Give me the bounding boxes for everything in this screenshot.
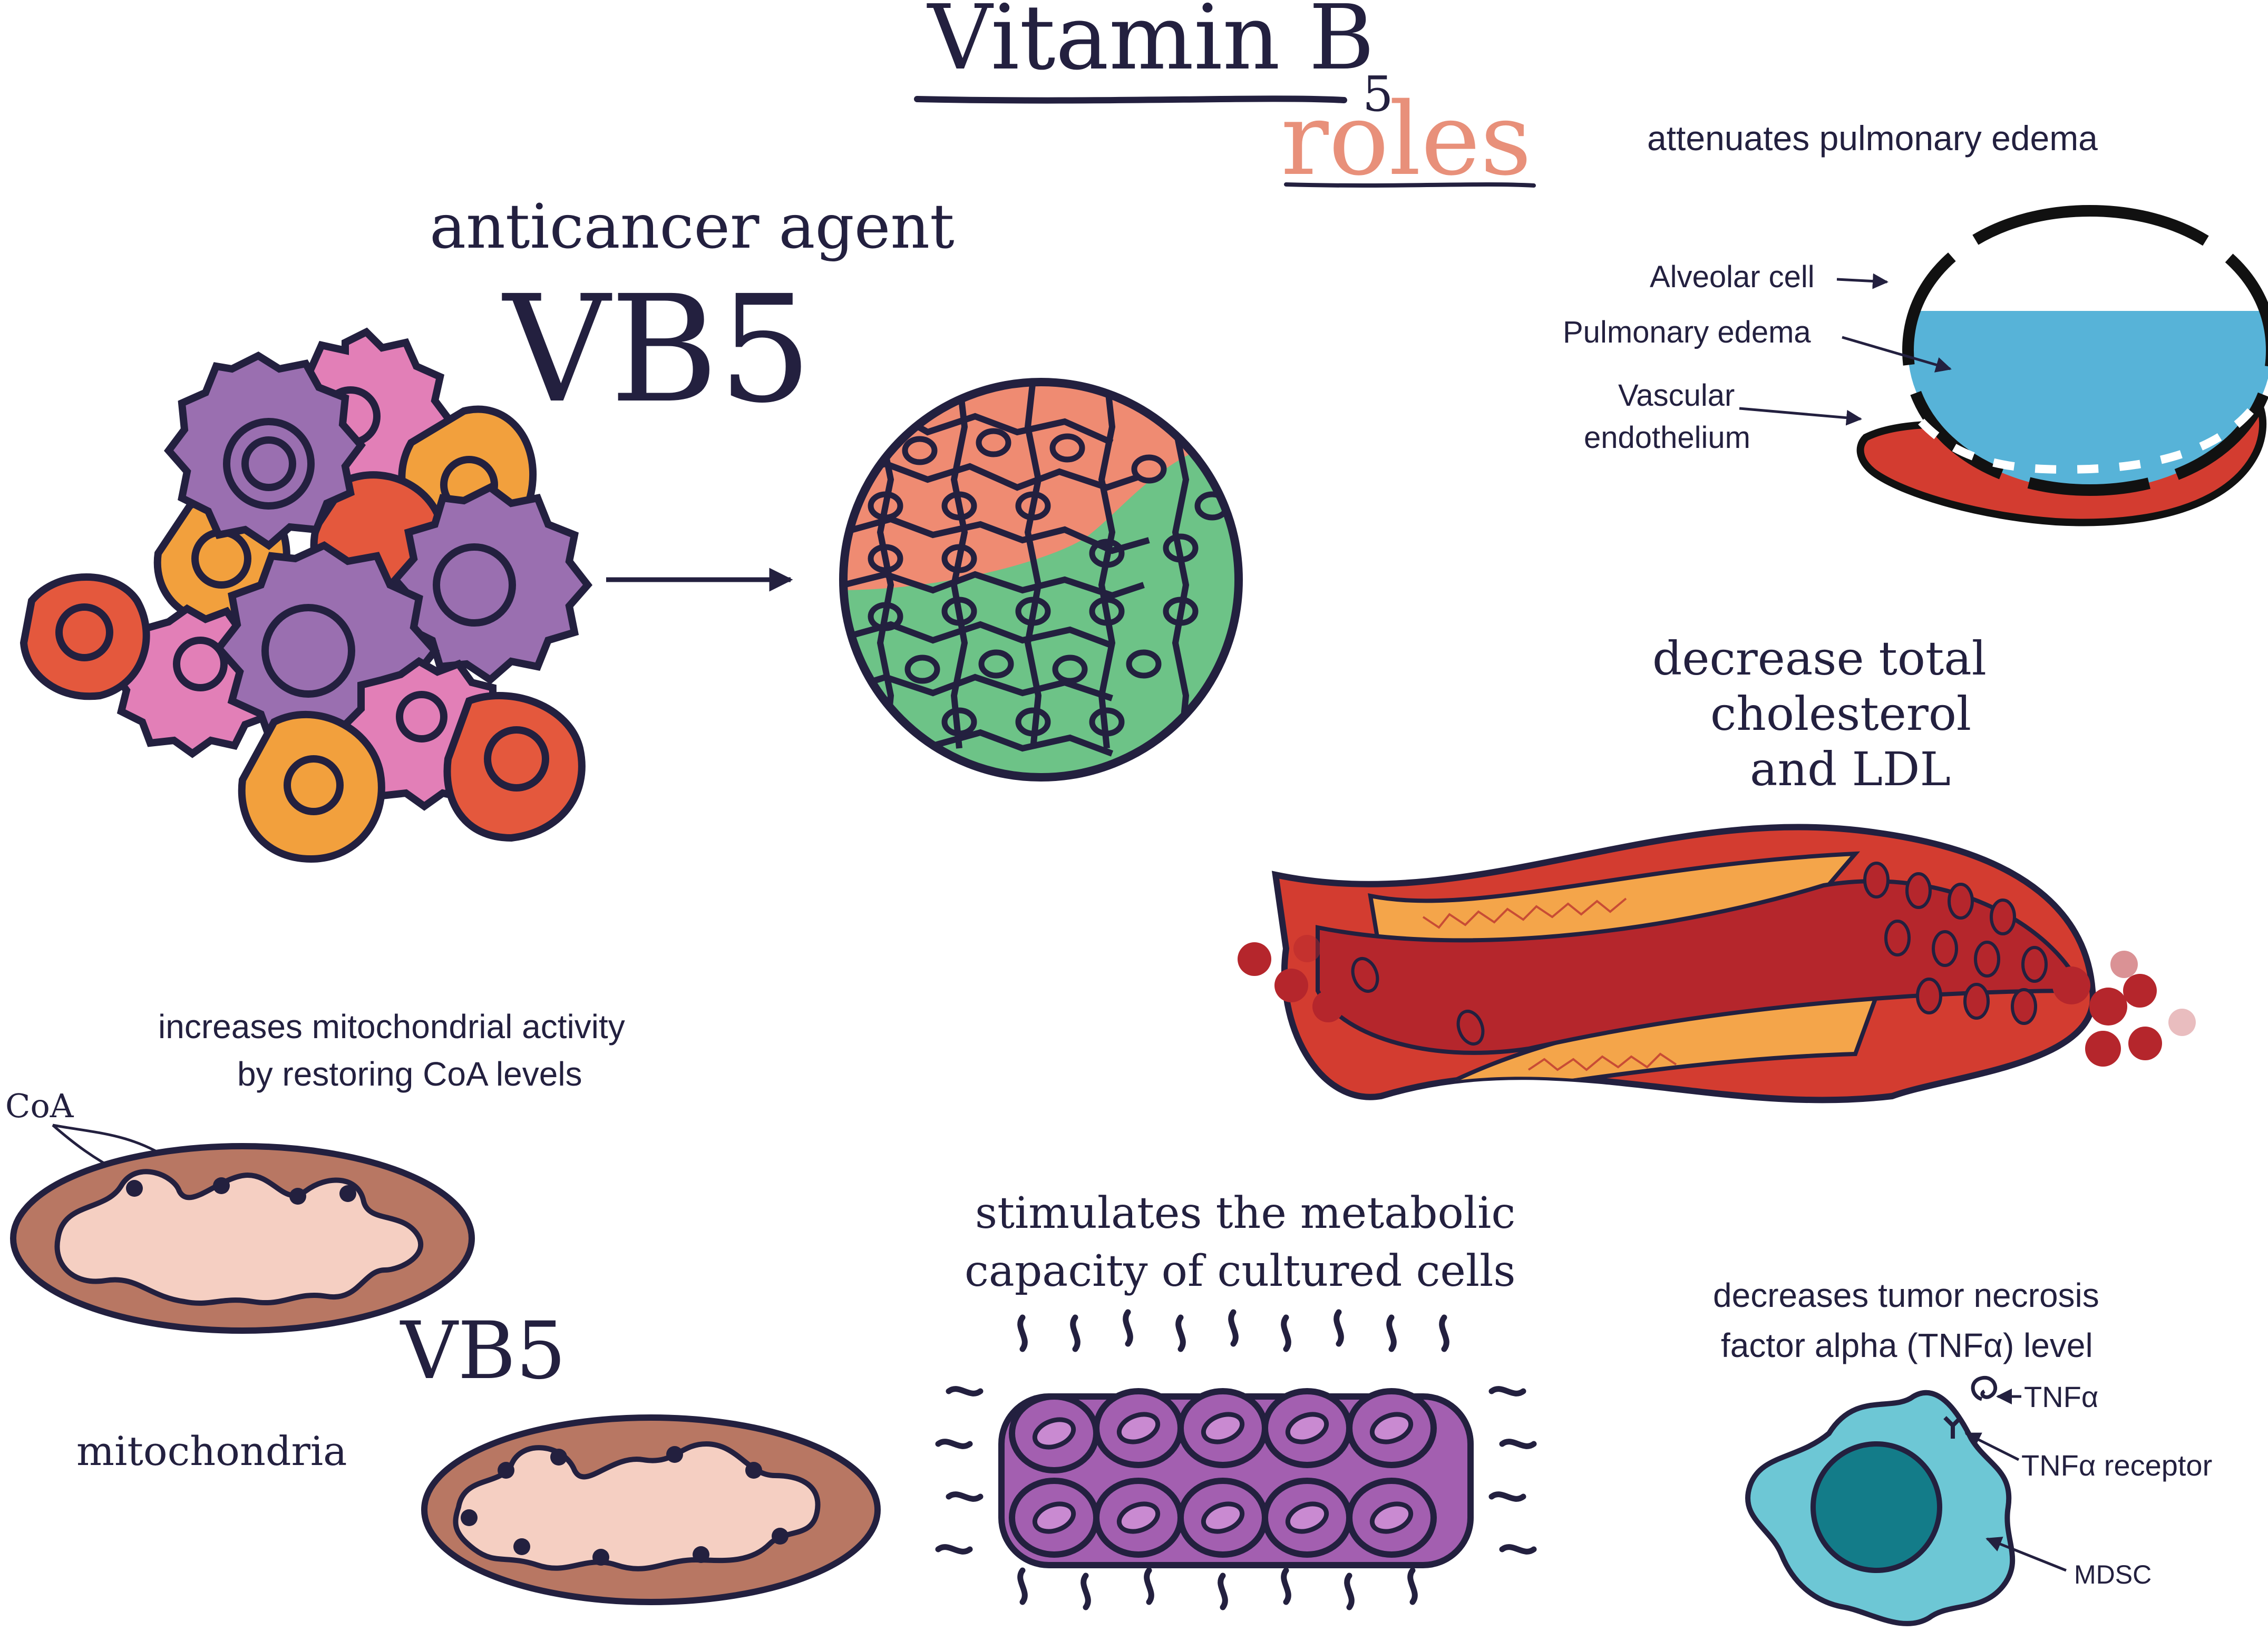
red-blood-cells [1351,862,2048,1046]
mitochondria-label: mitochondria [76,1428,347,1474]
anticancer-heading: anticancer agent [430,191,955,262]
tnf-heading-line2: factor alpha (TNFα) level [1721,1326,2093,1364]
tnf-heading-line1: decreases tumor necrosis [1713,1276,2099,1314]
mitochondria-section: increases mitochondrial activity by rest… [5,1008,881,1605]
pulmonary-heading: attenuates pulmonary edema [1647,119,2098,158]
mitochondrion-inner-membrane [54,1169,423,1306]
mitochondria-heading-line2: by restoring CoA levels [237,1055,582,1093]
alveolar-cell-pointer [1836,273,1889,289]
cholesterol-line1: decrease total [1652,631,1987,686]
tnf-label: TNFα [2024,1380,2098,1413]
mitochondria-heading-line1: increases mitochondrial activity [158,1008,625,1046]
cholesterol-line3: and LDL [1750,742,1951,796]
mdsc-pointer [1985,1537,2067,1572]
alveolar-cell-wall [1902,204,2268,496]
tnf-receptor [1943,1416,1962,1439]
metabolite-squiggles [935,1309,1537,1610]
title: Vitamin B 5 roles [914,0,1536,198]
tnf-molecule [1971,1376,1998,1401]
mdsc-nucleus [1810,1441,1942,1573]
mitochondrion-before [10,1143,475,1334]
title-subscript: 5 [1362,66,1394,122]
cancer-cell-cluster [20,327,593,863]
tnf-receptor-label: TNFα receptor [2021,1449,2212,1482]
tnf-receptor-pointer [1964,1432,2020,1461]
title-main: Vitamin B [927,0,1375,90]
coa-molecules [461,1446,789,1566]
anticancer-section: anticancer agent VB5 [20,191,1243,863]
mitochondrion-inner-membrane [453,1441,821,1571]
pulmonary-edema-pointer [1842,336,1952,373]
coa-molecules [126,1177,356,1205]
endothelium-junction [1918,408,2254,474]
pulmonary-section: attenuates pulmonary edema Alveolar cell… [1563,119,2268,526]
alveolar-cell-label: Alveolar cell [1650,260,1815,294]
pulmonary-edema-label: Pulmonary edema [1563,315,1811,349]
floating-blood-cells [1238,935,2196,1067]
vascular-label-line2: endothelium [1584,421,1750,455]
metabolic-line1: stimulates the metabolic [975,1188,1515,1238]
healthy-tissue-circle [839,378,1243,782]
vascular-endothelium-pointer [1739,407,1862,426]
title-underline [914,95,1347,104]
mdsc-label: MDSC [2074,1560,2152,1589]
title-second-underline [1284,182,1536,188]
mitochondria-vb5-label: VB5 [400,1305,566,1397]
metabolic-line2: capacity of cultured cells [965,1246,1515,1296]
vascular-label-line1: Vascular [1618,378,1735,413]
cultured-cells-nuclei [1032,1412,1414,1534]
mitochondrion-after [421,1414,881,1605]
tnf-section: decreases tumor necrosis factor alpha (T… [1713,1276,2212,1626]
anticancer-vb5-label: VB5 [501,264,813,436]
coa-label: CoA [5,1087,74,1125]
cholesterol-line2: cholesterol [1710,687,1971,741]
cholesterol-section: decrease total cholesterol and LDL [1238,631,2196,1103]
blood-vessel [1238,824,2196,1103]
metabolic-section: stimulates the metabolic capacity of cul… [935,1188,1537,1610]
title-second: roles [1281,81,1532,198]
